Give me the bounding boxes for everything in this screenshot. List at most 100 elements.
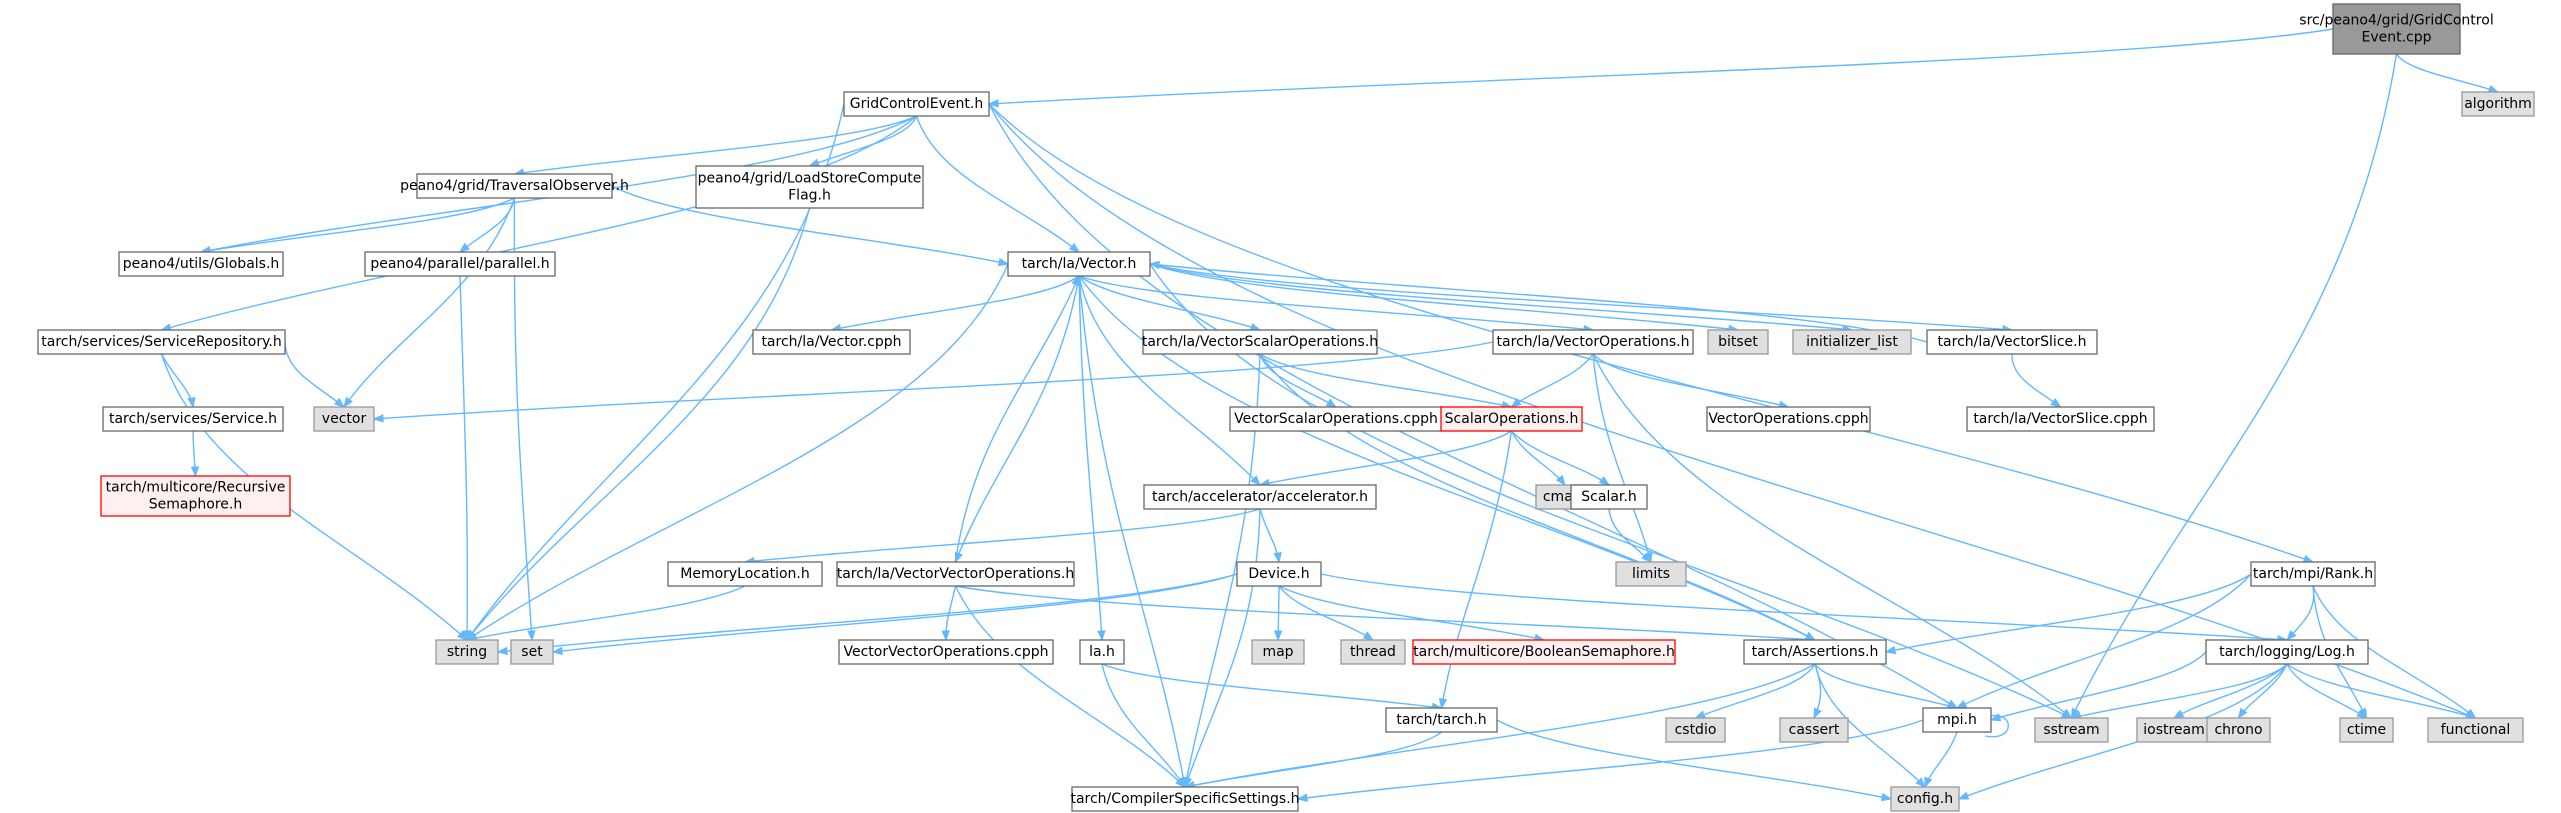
- node-cassert[interactable]: cassert: [1779, 717, 1849, 743]
- node-vector-std[interactable]: vector: [313, 406, 375, 432]
- edge-line: [1078, 275, 1261, 486]
- edge-vector_h-to-la_h: [1078, 275, 1106, 642]
- node-la-h[interactable]: la.h: [1079, 639, 1125, 665]
- edge-vso_h-to-scalarops: [1259, 353, 1513, 410]
- node-label-line: initializer_list: [1806, 334, 1898, 350]
- node-gce[interactable]: GridControlEvent.h: [843, 91, 990, 117]
- node-box: [435, 639, 499, 665]
- node-memloc[interactable]: MemoryLocation.h: [667, 561, 823, 587]
- node-vector-cpph[interactable]: tarch/la/Vector.cpph: [752, 329, 911, 355]
- edge-scalarops-to-scalar_h: [1510, 430, 1611, 486]
- arrow-head: [2237, 707, 2248, 720]
- node-vvo-cpph[interactable]: VectorVectorOperations.cpph: [838, 639, 1054, 665]
- edge-root-to-gce: [987, 28, 2334, 108]
- node-box: [1743, 639, 1887, 665]
- node-vslice-h[interactable]: tarch/la/VectorSlice.h: [1926, 329, 2098, 355]
- node-vo-cpph[interactable]: VectorOperations.cpph: [1706, 406, 1871, 432]
- node-label-line: Device.h: [1248, 566, 1309, 582]
- node-functional[interactable]: functional: [2427, 717, 2524, 743]
- edge-accel-to-compiler: [1184, 508, 1261, 789]
- node-device[interactable]: Device.h: [1236, 561, 1322, 587]
- node-mpi-h[interactable]: mpi.h: [1922, 707, 1992, 733]
- edge-la_h-to-compiler: [1101, 663, 1186, 789]
- node-root[interactable]: src/peano4/grid/GridControlEvent.cpp: [2299, 3, 2494, 55]
- node-iostream[interactable]: iostream: [2136, 717, 2212, 743]
- edge-gce-to-servrepo: [160, 115, 917, 332]
- arrow-head: [1641, 552, 1652, 563]
- node-box: [1385, 707, 1498, 733]
- node-vso-cpph[interactable]: VectorScalarOperations.cpph: [1229, 406, 1443, 432]
- node-assertions[interactable]: tarch/Assertions.h: [1743, 639, 1887, 665]
- node-vvo-h[interactable]: tarch/la/VectorVectorOperations.h: [836, 561, 1075, 587]
- node-box: [313, 406, 375, 432]
- edge-line: [552, 573, 1238, 653]
- node-accel[interactable]: tarch/accelerator/accelerator.h: [1143, 484, 1377, 510]
- edge-line: [1259, 353, 1816, 641]
- arrow-head: [808, 158, 820, 167]
- node-label-line: tarch/la/VectorSlice.cpph: [1973, 411, 2147, 427]
- node-servrepo[interactable]: tarch/services/ServiceRepository.h: [37, 329, 286, 355]
- arrow-head: [2061, 708, 2073, 719]
- node-initlist[interactable]: initializer_list: [1792, 329, 1912, 355]
- edge-tarch_h-to-config_h: [1496, 719, 1893, 802]
- edge-line: [955, 585, 1816, 641]
- node-box: [2034, 717, 2109, 743]
- node-chrono[interactable]: chrono: [2206, 717, 2271, 743]
- edge-log_h-to-ctime: [2286, 663, 2368, 719]
- edge-scalarops-to-tarch_h: [1438, 430, 1513, 710]
- edge-vvo_h-to-assertions: [955, 585, 1817, 644]
- edge-root-to-sstream: [2070, 53, 2398, 720]
- arrow-head: [941, 630, 950, 642]
- node-label-line: functional: [2441, 722, 2511, 738]
- edge-gce-to-vector_h: [915, 115, 1081, 253]
- node-boolsem[interactable]: tarch/multicore/BooleanSemaphore.h: [1412, 639, 1676, 665]
- node-box: [1143, 484, 1377, 510]
- node-scalarops[interactable]: ScalarOperations.h: [1440, 406, 1583, 432]
- edge-mpi_h-to-config_h: [1924, 731, 1958, 789]
- node-vo-h[interactable]: tarch/la/VectorOperations.h: [1492, 329, 1694, 355]
- node-log-h[interactable]: tarch/logging/Log.h: [2205, 639, 2369, 665]
- node-string[interactable]: string: [435, 639, 499, 665]
- edge-line: [988, 28, 2334, 105]
- edge-log_h-to-mpi_h: [1989, 651, 2207, 722]
- node-label-line: VectorScalarOperations.cpph: [1234, 411, 1438, 427]
- edge-line: [1278, 585, 1374, 641]
- node-parallel[interactable]: peano4/parallel/parallel.h: [364, 251, 556, 277]
- edge-line: [466, 585, 746, 641]
- node-limits[interactable]: limits: [1615, 561, 1687, 587]
- node-ctime[interactable]: ctime: [2339, 717, 2394, 743]
- node-algorithm[interactable]: algorithm: [2461, 91, 2535, 117]
- edge-traversal-to-vector_std: [343, 197, 516, 409]
- edge-vo_h-to-sstream: [1592, 353, 2073, 719]
- node-thread[interactable]: thread: [1340, 639, 1406, 665]
- node-compiler[interactable]: tarch/CompilerSpecificSettings.h: [1070, 786, 1300, 812]
- edge-vso_h-to-vso_cpph: [1259, 353, 1338, 408]
- node-vslice-cpph[interactable]: tarch/la/VectorSlice.cpph: [1966, 406, 2155, 432]
- node-tarch-h[interactable]: tarch/tarch.h: [1385, 707, 1498, 733]
- arrow-head: [1510, 397, 1522, 408]
- node-rank[interactable]: tarch/mpi/Rank.h: [2250, 561, 2376, 587]
- node-sstream[interactable]: sstream: [2034, 717, 2109, 743]
- node-scalar-h[interactable]: Scalar.h: [1570, 484, 1648, 510]
- edge-line: [954, 585, 1186, 788]
- node-label-line: Flag.h: [788, 188, 831, 204]
- node-set[interactable]: set: [510, 639, 554, 665]
- node-bitset[interactable]: bitset: [1707, 329, 1769, 355]
- arrow-head: [2286, 630, 2297, 642]
- edge-device-to-string: [496, 573, 1238, 656]
- node-cstdio[interactable]: cstdio: [1665, 717, 1726, 743]
- node-box: [2206, 717, 2271, 743]
- node-map[interactable]: map: [1251, 639, 1305, 665]
- node-label-line: peano4/utils/Globals.h: [123, 256, 280, 272]
- arrow-head: [2356, 709, 2368, 719]
- node-traversal[interactable]: peano4/grid/TraversalObserver.h: [400, 173, 629, 199]
- node-vso-h[interactable]: tarch/la/VectorScalarOperations.h: [1142, 329, 1378, 355]
- node-config-h[interactable]: config.h: [1890, 786, 1960, 812]
- node-service[interactable]: tarch/services/Service.h: [102, 406, 284, 432]
- edge-line: [1259, 430, 1512, 486]
- node-vector-h[interactable]: tarch/la/Vector.h: [1007, 251, 1151, 277]
- edge-layer: [160, 28, 2500, 803]
- node-globals[interactable]: peano4/utils/Globals.h: [118, 251, 284, 277]
